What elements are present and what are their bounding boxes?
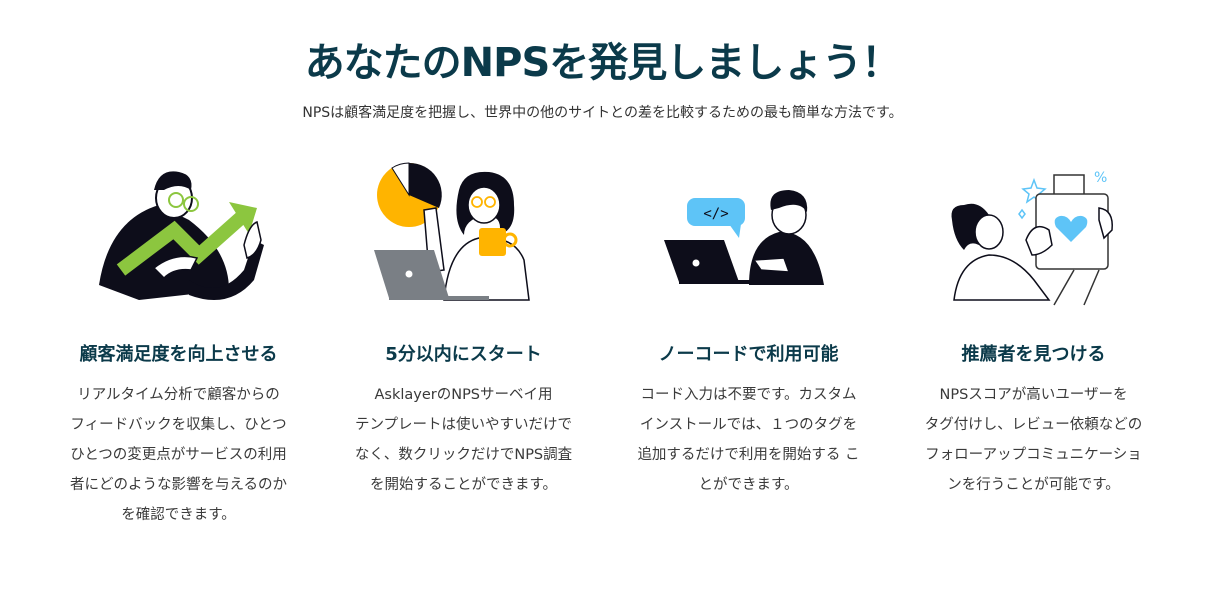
feature-card-satisfaction: 顧客満足度を向上させる リアルタイム分析で顧客からの フィードバックを収集し、ひ… xyxy=(36,160,321,530)
feature-desc-line: 追加するだけで利用を開始する こ xyxy=(637,447,860,463)
feature-card-quick-start: 5分以内にスタート AsklayerのNPSサーベイ用 テンプレートは使いやすい… xyxy=(321,160,606,530)
code-laptop-illustration-icon: </> xyxy=(649,160,849,310)
feature-desc-line: リアルタイム分析で顧客からの xyxy=(77,387,280,403)
feature-title: 5分以内にスタート xyxy=(385,344,542,365)
feature-description: リアルタイム分析で顧客からの フィードバックを収集し、ひとつ ひとつの変更点がサ… xyxy=(54,380,304,530)
feature-desc-line: フィードバックを収集し、ひとつ xyxy=(70,417,287,433)
feature-description: NPSスコアが高いユーザーを タグ付けし、レビュー依頼などの フォローアップコミ… xyxy=(909,380,1159,500)
feature-desc-line: インストールでは、１つのタグを xyxy=(639,417,858,433)
feature-desc-line: テンプレートは使いやすいだけで xyxy=(354,417,573,433)
code-bubble-text: </> xyxy=(703,206,728,222)
feature-desc-line: を確認できます。 xyxy=(121,507,236,523)
feature-card-promoters: % 推薦者を見つける NPSスコアが高い xyxy=(891,160,1176,530)
feature-desc-line: コード入力は不要です。カスタム xyxy=(640,387,857,403)
feature-title: ノーコードで利用可能 xyxy=(658,344,839,365)
feature-desc-line: NPSスコアが高いユーザーを xyxy=(939,387,1128,403)
feature-description: AsklayerのNPSサーベイ用 テンプレートは使いやすいだけで なく、数クリ… xyxy=(339,380,589,500)
feature-grid: 顧客満足度を向上させる リアルタイム分析で顧客からの フィードバックを収集し、ひ… xyxy=(36,160,1176,530)
shopping-bag-heart-illustration-icon: % xyxy=(934,160,1134,310)
feature-desc-line: 者にどのような影響を与えるのか xyxy=(69,477,288,493)
feature-desc-line: フォローアップコミュニケーショ xyxy=(925,447,1142,463)
feature-desc-line: タグ付けし、レビュー依頼などの xyxy=(924,417,1143,433)
feature-desc-line: なく、数クリックだけでNPS調査 xyxy=(354,447,573,463)
percent-badge: % xyxy=(1094,170,1107,186)
feature-description: コード入力は不要です。カスタム インストールでは、１つのタグを 追加するだけで利… xyxy=(624,380,874,500)
feature-title: 推薦者を見つける xyxy=(961,344,1106,365)
pie-chart-coffee-illustration-icon xyxy=(364,160,564,310)
feature-desc-line: ひとつの変更点がサービスの利用 xyxy=(70,447,287,463)
feature-desc-line: ンを行うことが可能です。 xyxy=(947,477,1120,493)
page-title: あなたのNPSを発見しましょう！ xyxy=(304,39,902,86)
page-subtitle: NPSは顧客満足度を把握し、世界中の他のサイトとの差を比較するための最も簡単な方… xyxy=(302,105,903,121)
feature-card-no-code: </> ノーコードで利用可能 コード入力は不要です。カスタム インス xyxy=(606,160,891,530)
feature-title: 顧客満足度を向上させる xyxy=(79,344,278,365)
feature-desc-line: とができます。 xyxy=(698,477,799,493)
feature-desc-line: AsklayerのNPSサーベイ用 xyxy=(374,387,553,403)
feature-desc-line: を開始することができます。 xyxy=(369,477,558,493)
growth-chart-illustration-icon xyxy=(79,160,279,310)
